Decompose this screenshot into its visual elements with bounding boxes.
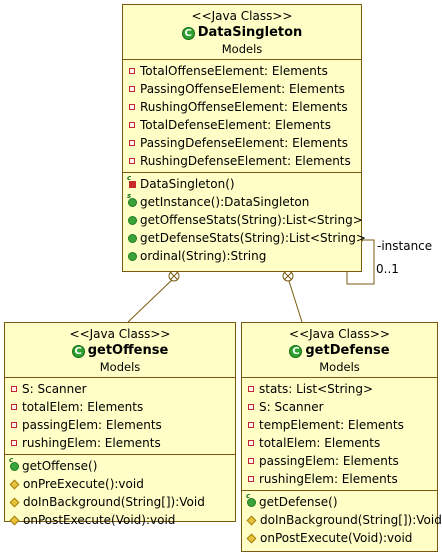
method-row: getOffenseStats(String):List<String> [128, 211, 363, 229]
stereotype-label: <<Java Class>> [289, 327, 390, 341]
protected-method-icon [9, 515, 20, 525]
protected-method-icon [9, 497, 20, 507]
field-row: rushingElem: Elements [10, 434, 235, 452]
protected-method-icon [246, 533, 257, 543]
association-multiplicity-label: 0..1 [376, 262, 399, 276]
class-name: C DataSingleton [181, 24, 302, 42]
stereotype-label: <<Java Class>> [191, 9, 293, 23]
private-field-icon [129, 158, 135, 164]
field-row: rushingElem: Elements [247, 470, 437, 488]
method-row: ordinal(String):String [128, 247, 361, 265]
package-label: Models [99, 360, 141, 374]
public-constructor-icon: c [246, 492, 256, 507]
field-row: PassingOffenseElement: Elements [128, 80, 361, 98]
class-box-getoffense[interactable]: <<Java Class>> C getOffense Models S: Sc… [4, 322, 236, 527]
field-row: PassingDefenseElement: Elements [128, 134, 361, 152]
class-icon: C [71, 344, 85, 358]
private-field-icon [248, 422, 254, 428]
nesting-anchor-defense [282, 270, 294, 282]
protected-method-icon [9, 479, 20, 489]
fields-section: TotalOffenseElement: Elements PassingOff… [123, 59, 361, 172]
field-row: tempElement: Elements [247, 416, 437, 434]
public-constructor-icon: c [9, 456, 19, 471]
protected-method-icon [246, 515, 257, 525]
private-field-icon [129, 140, 135, 146]
private-field-icon [129, 68, 135, 74]
public-method-icon [128, 233, 137, 243]
nesting-line-offense [127, 277, 175, 323]
class-box-getdefense[interactable]: <<Java Class>> C getDefense Models stats… [241, 322, 442, 552]
private-field-icon [129, 86, 135, 92]
field-row: S: Scanner [247, 398, 437, 416]
class-header: <<Java Class>> C DataSingleton Models [123, 5, 361, 59]
class-icon: C [289, 344, 303, 358]
field-row: totalElem: Elements [247, 434, 437, 452]
field-row: totalElem: Elements [10, 398, 235, 416]
public-method-icon [128, 251, 137, 261]
private-field-icon [248, 458, 254, 464]
private-field-icon [11, 440, 17, 446]
private-field-icon [248, 404, 254, 410]
private-field-icon [129, 104, 135, 110]
class-name: C getDefense [289, 342, 390, 360]
class-box-datasingleton[interactable]: <<Java Class>> C DataSingleton Models To… [122, 4, 366, 272]
package-label: Models [221, 42, 263, 56]
private-field-icon [248, 386, 254, 392]
fields-section: stats: List<String> S: Scanner tempEleme… [242, 377, 437, 490]
private-field-icon [129, 122, 135, 128]
stereotype-label: <<Java Class>> [69, 327, 171, 341]
class-icon: C [181, 26, 195, 40]
method-row: doInBackground(String[]):Void [246, 511, 442, 529]
method-row: doInBackground(String[]):Void [9, 493, 235, 511]
field-row: TotalOffenseElement: Elements [128, 62, 361, 80]
class-header: <<Java Class>> C getDefense Models [242, 323, 437, 377]
field-row: S: Scanner [10, 380, 235, 398]
class-name: C getOffense [71, 342, 168, 360]
private-field-icon [11, 404, 17, 410]
public-static-method-icon: s [127, 192, 137, 207]
private-field-icon [248, 476, 254, 482]
private-field-icon [11, 386, 17, 392]
nesting-anchor-offense [168, 270, 180, 282]
public-method-icon [128, 215, 137, 225]
package-label: Models [319, 360, 360, 374]
method-row: onPostExecute(Void):void [9, 511, 235, 529]
field-row: RushingDefenseElement: Elements [128, 152, 361, 170]
association-role-label: -instance [377, 239, 433, 253]
method-row: onPostExecute(Void):void [246, 529, 437, 547]
class-header: <<Java Class>> C getOffense Models [5, 323, 235, 377]
private-constructor-icon: c [127, 174, 136, 188]
nesting-line-defense [287, 277, 303, 323]
field-row: stats: List<String> [247, 380, 437, 398]
self-association-line [346, 239, 375, 285]
fields-section: S: Scanner totalElem: Elements passingEl… [5, 377, 235, 454]
private-field-icon [248, 440, 254, 446]
private-field-icon [11, 422, 17, 428]
field-row: RushingOffenseElement: Elements [128, 98, 361, 116]
method-row: getDefenseStats(String):List<String> [128, 229, 366, 247]
field-row: passingElem: Elements [10, 416, 235, 434]
field-row: passingElem: Elements [247, 452, 437, 470]
method-row: onPreExecute():void [9, 475, 235, 493]
field-row: TotalDefenseElement: Elements [128, 116, 361, 134]
